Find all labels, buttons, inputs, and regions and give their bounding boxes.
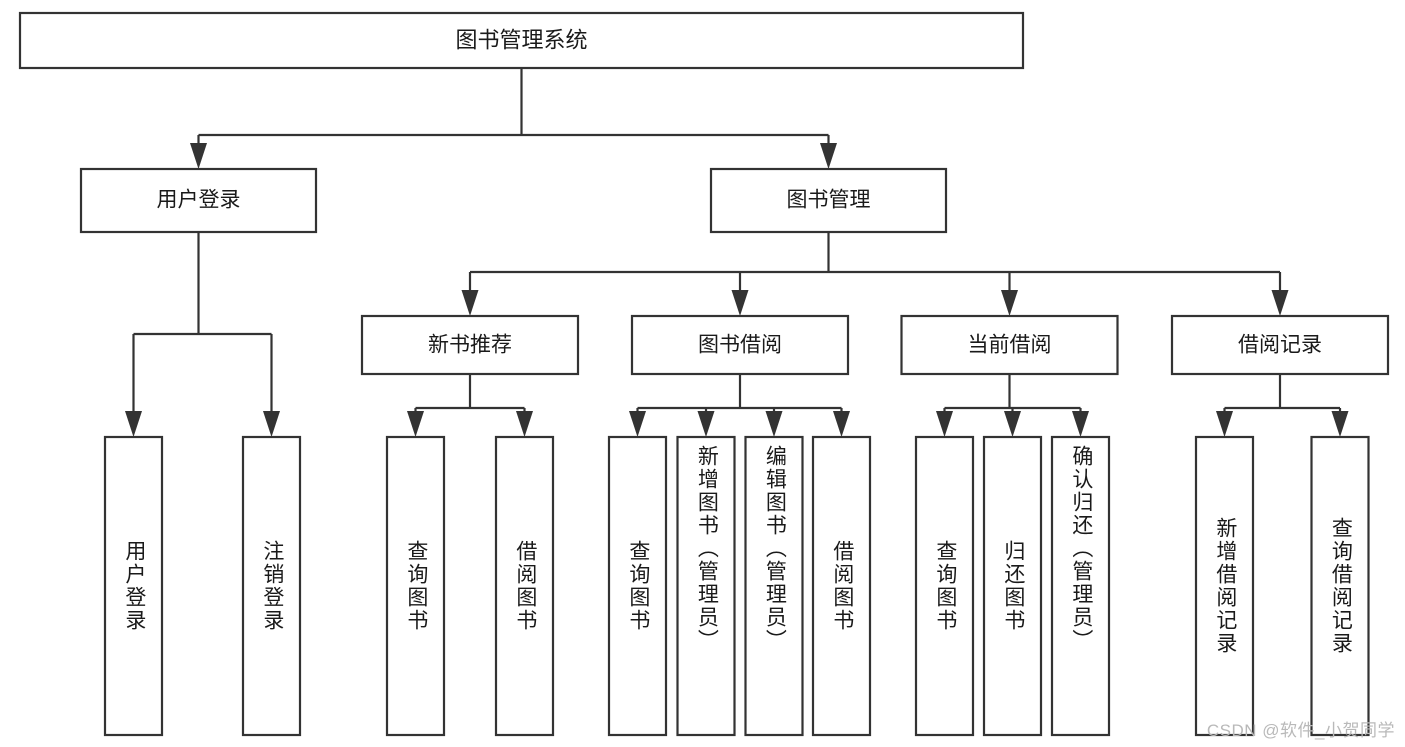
- connector-current-borrow-to-leaves: [936, 374, 1089, 437]
- connector-book-borrow-to-leaves: [629, 374, 850, 437]
- leaf-box-borrow-book-1[interactable]: [494, 435, 555, 737]
- node-user-login[interactable]: 用户登录: [79, 167, 318, 234]
- arrow-head-leaf-query-book-3: [936, 411, 953, 437]
- arrow-head-leaf-logout: [263, 411, 280, 437]
- book-borrow-label: 图书借阅: [698, 334, 782, 357]
- user-login-box[interactable]: [79, 167, 318, 234]
- arrow-head-leaf-return-book: [1004, 411, 1021, 437]
- leaf-box-query-book-2[interactable]: [607, 435, 668, 737]
- current-borrow-box[interactable]: [900, 314, 1119, 376]
- arrow-head-leaf-borrow-book-1: [516, 411, 533, 437]
- arrow-head-leaf-borrow-book-2: [833, 411, 850, 437]
- book-manage-label: 图书管理: [787, 189, 871, 212]
- leaf-box-add-record[interactable]: [1194, 435, 1255, 737]
- new-book-recommend-label: 新书推荐: [428, 334, 512, 357]
- node-current-borrow[interactable]: 当前借阅: [900, 314, 1119, 376]
- user-login-label: 用户登录: [157, 189, 241, 212]
- borrow-record-box[interactable]: [1170, 314, 1390, 376]
- leaf-box-logout[interactable]: [241, 435, 302, 737]
- leaf-box-add-book[interactable]: [676, 435, 736, 737]
- arrow-head-new-book: [461, 290, 479, 316]
- connector-new-book-to-leaves: [407, 374, 533, 437]
- current-borrow-label: 当前借阅: [968, 334, 1052, 357]
- leaf-box-query-record[interactable]: [1310, 435, 1370, 737]
- root-label: 图书管理系统: [455, 27, 587, 52]
- leaf-box-query-book-1[interactable]: [385, 435, 446, 737]
- connector-book-manage-to-level3: [461, 232, 1289, 316]
- leaf-box-user-login[interactable]: [103, 435, 164, 737]
- watermark-label: CSDN @软件_小贺同学: [1206, 721, 1395, 740]
- connector-user-login-to-leaves: [125, 232, 280, 437]
- arrow-head-current-borrow: [1001, 290, 1018, 316]
- leaf-box-edit-book[interactable]: [744, 435, 804, 737]
- connector-borrow-record-to-leaves: [1216, 374, 1349, 437]
- arrow-head-leaf-query-book-1: [407, 411, 424, 437]
- new-book-recommend-box[interactable]: [360, 314, 580, 376]
- node-book-borrow[interactable]: 图书借阅: [630, 314, 850, 376]
- borrow-record-label: 借阅记录: [1238, 334, 1322, 357]
- arrow-head-leaf-add-record: [1216, 411, 1233, 437]
- leaf-box-return-book[interactable]: [982, 435, 1043, 737]
- arrow-head-book-manage: [820, 143, 837, 169]
- node-borrow-record[interactable]: 借阅记录: [1170, 314, 1390, 376]
- leaf-box-confirm-return[interactable]: [1050, 435, 1111, 737]
- connector-root-to-level2: [190, 68, 837, 169]
- arrow-head-leaf-add-book: [697, 411, 715, 437]
- node-root[interactable]: 图书管理系统: [18, 11, 1025, 70]
- arrow-head-user-login: [190, 143, 207, 169]
- root-box[interactable]: [18, 11, 1025, 70]
- arrow-head-leaf-query-book-2: [629, 411, 646, 437]
- leaf-box-borrow-book-2[interactable]: [811, 435, 872, 737]
- node-new-book-recommend[interactable]: 新书推荐: [360, 314, 580, 376]
- arrow-head-leaf-confirm-return: [1072, 411, 1089, 437]
- book-borrow-box[interactable]: [630, 314, 850, 376]
- arrow-head-leaf-query-record: [1331, 411, 1349, 437]
- arrow-head-leaf-edit-book: [765, 411, 783, 437]
- node-book-manage[interactable]: 图书管理: [709, 167, 948, 234]
- leaf-box-query-book-3[interactable]: [914, 435, 975, 737]
- arrow-head-book-borrow: [731, 290, 749, 316]
- arrow-head-leaf-user-login: [125, 411, 142, 437]
- arrow-head-borrow-record: [1271, 290, 1289, 316]
- book-manage-box[interactable]: [709, 167, 948, 234]
